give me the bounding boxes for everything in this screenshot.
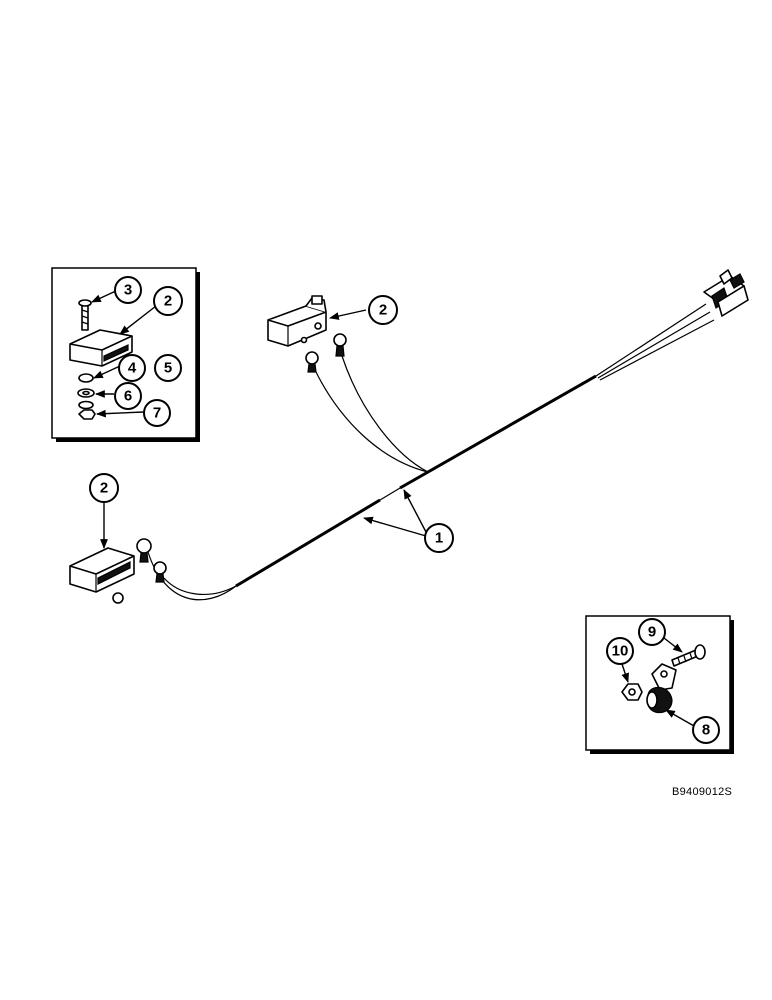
lock-washer-part (78, 400, 94, 410)
callout-8: 8 (692, 716, 720, 744)
svg-text:3: 3 (124, 282, 132, 299)
callout-6: 6 (114, 382, 142, 410)
nut-part (78, 409, 96, 420)
svg-text:4: 4 (128, 360, 137, 377)
wire-harness (147, 269, 749, 601)
callout-10: 10 (606, 637, 634, 665)
bolt-part (78, 299, 92, 331)
callout-2-upper: 2 (368, 295, 398, 325)
switch-part-lower (69, 538, 167, 604)
callout-9: 9 (638, 618, 666, 646)
svg-text:8: 8 (702, 722, 710, 739)
svg-text:9: 9 (648, 624, 656, 641)
callout-5: 5 (154, 354, 182, 382)
callout-2-lower: 2 (89, 473, 119, 503)
switch-part-inset (69, 329, 133, 367)
spacer-part (78, 373, 94, 383)
clamp-part (646, 663, 677, 714)
svg-text:6: 6 (124, 388, 132, 405)
svg-text:2: 2 (100, 480, 108, 497)
svg-text:5: 5 (164, 360, 172, 377)
callout-3: 3 (114, 276, 142, 304)
callout-7: 7 (143, 399, 171, 427)
screw-part (671, 644, 706, 667)
svg-text:2: 2 (164, 293, 172, 310)
svg-text:2: 2 (379, 302, 387, 319)
callout-4: 4 (118, 354, 146, 382)
drawing-code: B9409012S (672, 786, 733, 798)
svg-text:10: 10 (612, 643, 629, 660)
callout-2-inset: 2 (153, 286, 183, 316)
svg-text:7: 7 (153, 405, 161, 422)
switch-part-upper (267, 295, 347, 373)
harness-connector (703, 269, 749, 317)
callout-1: 1 (424, 523, 454, 553)
svg-text:1: 1 (435, 530, 443, 547)
